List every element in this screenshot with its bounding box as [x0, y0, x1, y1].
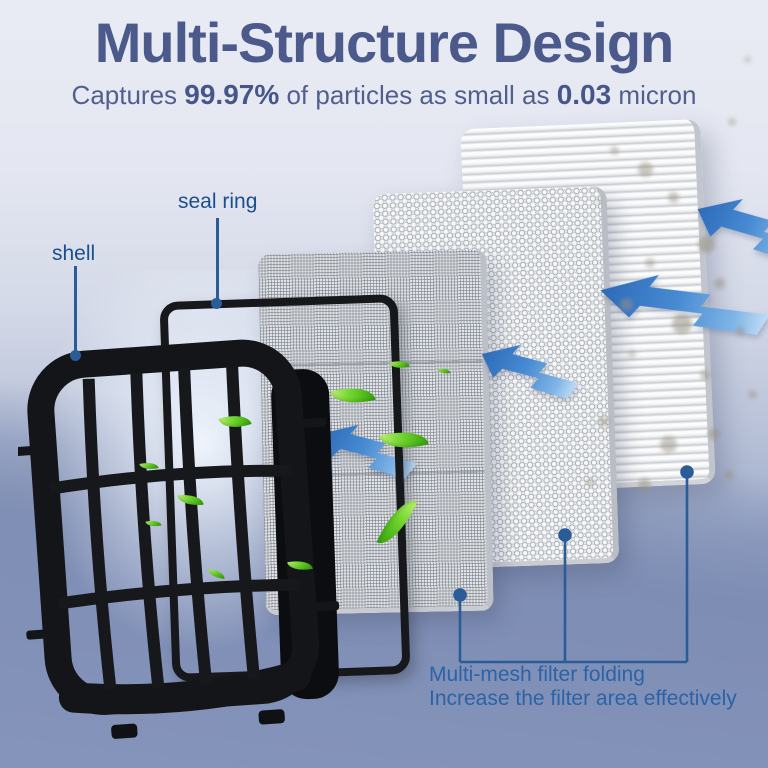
dust-speck [698, 236, 715, 253]
dust-speck [628, 350, 636, 358]
dust-speck [668, 192, 679, 203]
dust-speck [714, 278, 725, 289]
dust-speck [638, 478, 651, 491]
dust-speck [638, 162, 653, 177]
dust-speck [748, 390, 757, 399]
mesh-callout-bracket [453, 465, 694, 664]
dust-speck [736, 326, 745, 335]
shell-leader-dot [70, 350, 81, 361]
dust-speck [645, 258, 655, 268]
dust-speck [598, 416, 609, 427]
dust-speck [708, 428, 720, 440]
dust-speck [620, 298, 633, 311]
mesh-caption: Multi-mesh filter folding Increase the f… [429, 663, 737, 711]
seal-ring-leader-line [216, 218, 219, 300]
dust-speck [660, 436, 677, 453]
mesh-caption-line1: Multi-mesh filter folding [429, 663, 645, 686]
dust-speck [672, 314, 692, 334]
dust-speck [586, 478, 595, 487]
dust-speck [610, 146, 619, 155]
shell-leader-line [74, 266, 77, 352]
shell-label: shell [52, 242, 96, 265]
subtitle-percent: 99.97% [184, 79, 280, 110]
dust-speck [744, 56, 751, 63]
dust-speck [724, 470, 734, 480]
subtitle-size: 0.03 [556, 79, 612, 110]
seal-ring-leader-dot [211, 298, 222, 309]
subtitle-prefix: Captures [71, 80, 185, 110]
mesh-caption-line2: Increase the filter area effectively [429, 687, 737, 710]
dust-speck [596, 198, 602, 204]
seal-ring-label: seal ring [178, 190, 258, 213]
subtitle: Captures 99.97% of particles as small as… [0, 79, 768, 111]
shell-grid [18, 339, 340, 739]
dust-speck [728, 118, 736, 126]
page-title: Multi-Structure Design [94, 11, 674, 74]
subtitle-suffix: micron [611, 80, 697, 110]
dust-speck [700, 370, 710, 380]
subtitle-middle: of particles as small as [279, 80, 557, 110]
